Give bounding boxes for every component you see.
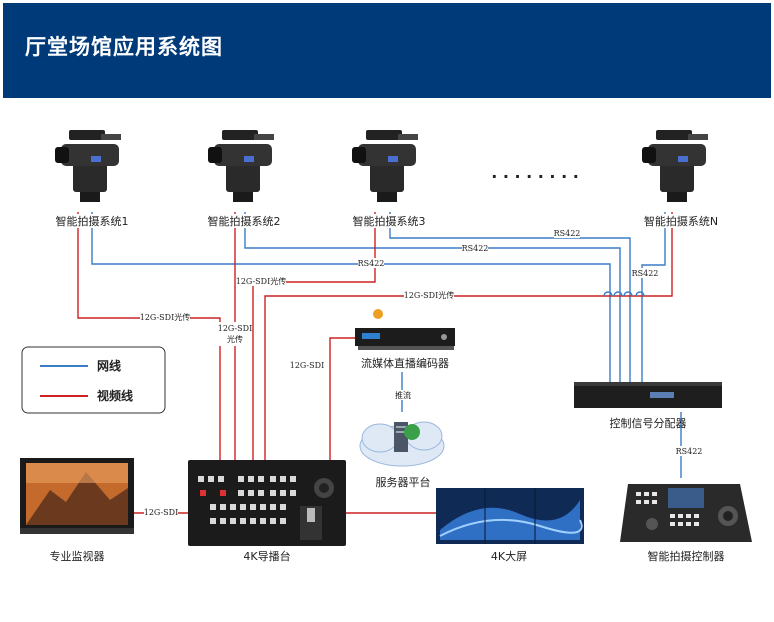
label-bg (345, 214, 433, 228)
screen-label: 4K大屏 (491, 549, 527, 563)
rs422-label-2: RS422 (462, 244, 489, 253)
header-banner: 厅堂场馆应用系统图 (3, 3, 771, 98)
more-cameras-ellipsis: · · · · · · · · (491, 167, 579, 186)
network-line-camN (641, 212, 666, 382)
hop-4 (635, 291, 645, 297)
camera-n[interactable] (642, 130, 708, 202)
sdi-fiber-label-v2: 光传 (227, 334, 243, 344)
switcher-buttons (198, 476, 296, 524)
label-bg (144, 507, 178, 517)
label-bg (392, 390, 414, 400)
ptz-camera-icon (208, 130, 274, 202)
legend: 网线 视频线 (21, 346, 166, 414)
camera-label-n: 智能拍摄系统N (644, 214, 718, 228)
link-labels: RS422 RS422 RS422 RS422 RS422 12G-SDI光传 … (140, 228, 703, 517)
label-bg (462, 243, 488, 253)
video-line-cam1 (77, 212, 221, 462)
sdi-fiber-label-3: 12G-SDI光传 (140, 312, 190, 322)
network-line-cam1 (91, 212, 611, 382)
sdi-fiber-label-2: 12G-SDI光传 (404, 290, 454, 300)
camera-label-3: 智能拍摄系统3 (353, 214, 426, 228)
network-line-cam2 (244, 212, 621, 382)
status-icon (373, 309, 383, 319)
sdi-fiber-label-v1: 12G-SDI (218, 324, 252, 333)
professional-monitor[interactable] (20, 458, 134, 534)
video-line-cam3 (252, 212, 376, 462)
video-line-encoder (329, 337, 360, 462)
knob-icon (646, 518, 658, 530)
ptz-camera-icon (642, 130, 708, 202)
camera-3[interactable] (352, 130, 418, 202)
video-wall[interactable] (436, 488, 584, 544)
signal-distributor[interactable] (574, 382, 722, 408)
label-bg (404, 290, 454, 300)
encoder-label: 流媒体直播编码器 (361, 356, 449, 370)
streaming-encoder[interactable] (355, 309, 455, 350)
legend-video-label: 视频线 (97, 388, 133, 403)
label-bg (636, 214, 726, 228)
network-lines (91, 212, 682, 478)
controller-screen (668, 488, 704, 508)
camera-label-2: 智能拍摄系统2 (208, 214, 281, 228)
label-bg (200, 214, 288, 228)
distributor-label: 控制信号分配器 (610, 416, 687, 430)
label-bg (676, 446, 702, 456)
camera-2[interactable] (208, 130, 274, 202)
label-bg (48, 214, 136, 228)
rs422-label-3: RS422 (358, 259, 385, 268)
label-bg (140, 312, 190, 322)
switcher-label: 4K导播台 (243, 549, 290, 563)
video-line-camN (264, 212, 673, 462)
controller-label: 智能拍摄控制器 (648, 549, 725, 563)
hop-1 (603, 291, 613, 297)
push-label: 推流 (395, 390, 411, 400)
page-title: 厅堂场馆应用系统图 (25, 35, 223, 59)
label-bg (358, 258, 384, 268)
video-switcher[interactable] (188, 460, 346, 546)
hop-2 (613, 291, 623, 297)
label-bg (290, 360, 324, 370)
label-bg (236, 276, 286, 286)
label-bg (554, 228, 580, 238)
label-bg (218, 322, 252, 346)
legend-network-label: 网线 (97, 358, 121, 373)
rs422-label-1: RS422 (554, 229, 581, 238)
monitor-label: 专业监视器 (50, 549, 105, 563)
ptz-controller[interactable] (620, 484, 752, 542)
server-label: 服务器平台 (376, 475, 431, 489)
tbar-handle (300, 506, 322, 540)
label-bg (632, 268, 658, 278)
server-cloud[interactable] (359, 421, 445, 467)
sdi-fiber-label-1: 12G-SDI光传 (236, 276, 286, 286)
globe-icon (404, 424, 421, 440)
line-hops (603, 291, 645, 297)
ptz-camera-icon (352, 130, 418, 202)
sdi-label-2: 12G-SDI (144, 508, 178, 517)
controller-buttons (636, 492, 699, 526)
sdi-label-1: 12G-SDI (290, 361, 324, 370)
rs422-label-5: RS422 (676, 447, 703, 456)
hop-3 (623, 291, 633, 297)
camera-label-1: 智能拍摄系统1 (56, 214, 129, 228)
camera-1[interactable] (55, 130, 121, 202)
rs422-label-4: RS422 (632, 269, 659, 278)
ptz-camera-icon (55, 130, 121, 202)
